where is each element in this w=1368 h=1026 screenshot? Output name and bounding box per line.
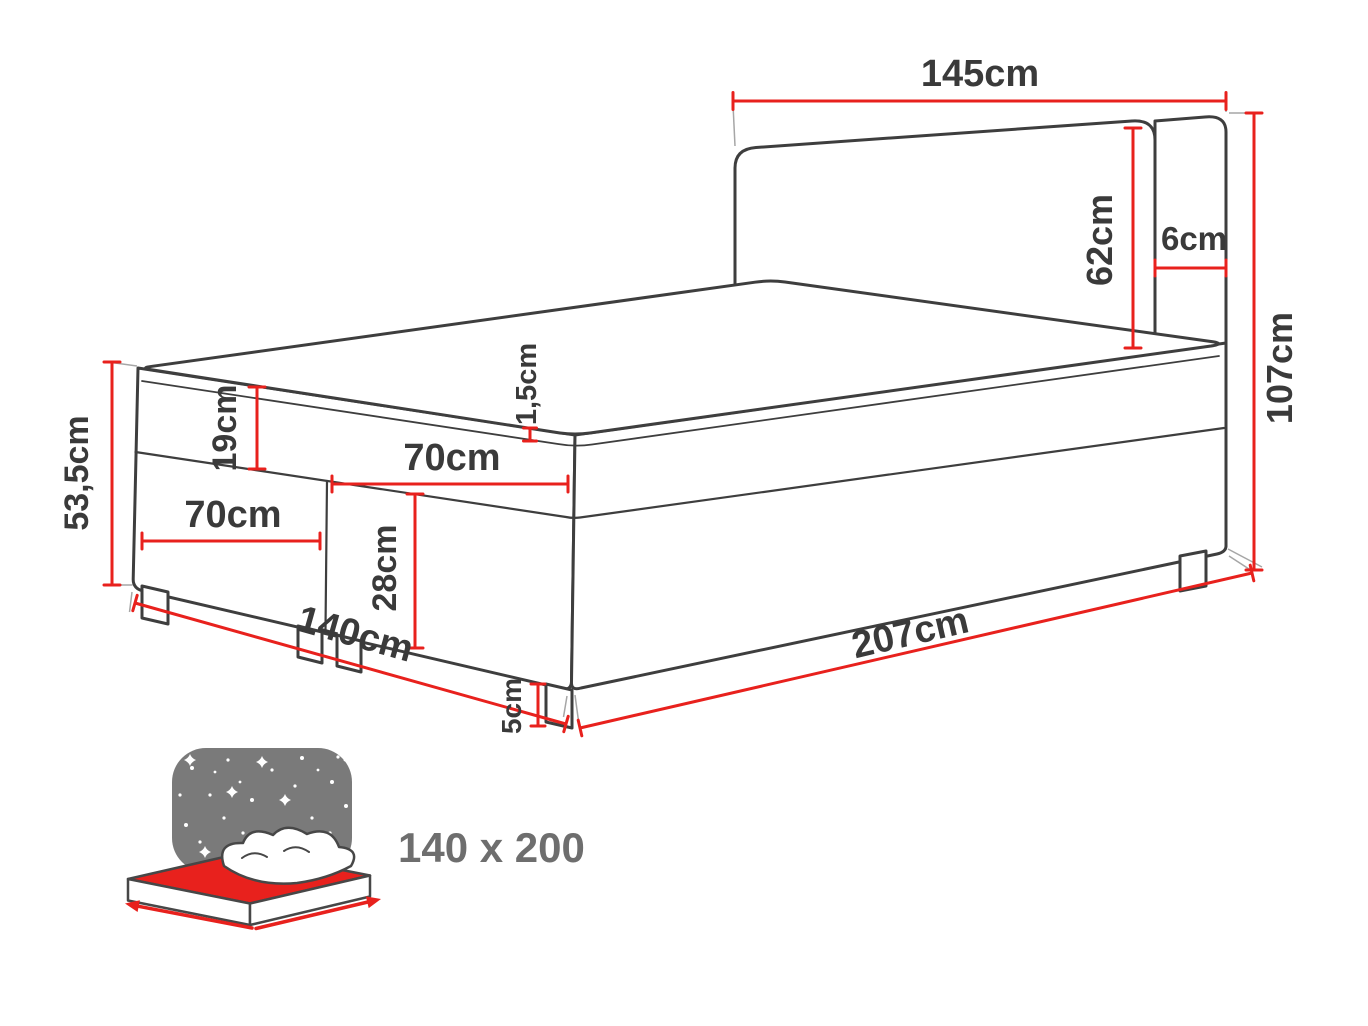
size-label: 140 x 200 [398,824,585,871]
dim-mattress-height-line [247,385,267,471]
dim-headboard-width-label: 145cm [921,53,1039,95]
icon-dimension-arrows [125,896,381,931]
bed-drawing [131,115,1228,730]
dim-headboard-width-line [731,91,1228,111]
dim-bed-width-line [131,593,570,734]
dim-mattress-height-label: 19cm [206,385,244,472]
leg-right [1178,549,1208,593]
dim-base-height-label: 53,5cm [58,415,96,530]
dim-half-width-upper-line [330,474,570,494]
box-divider-line [324,479,329,632]
dim-half-width-lower-line [140,531,322,551]
dim-leg-height-label: 5cm [496,678,527,734]
sparkle-icon [279,794,291,806]
dim-headboard-height-label: 62cm [1079,194,1120,286]
dim-headboard-depth-label: 6cm [1161,220,1227,257]
sparkle-icon [256,756,268,768]
dim-headboard-height-line [1123,126,1143,350]
topper-seam-line [141,355,1220,447]
dim-topper-height-label: 1,5cm [511,343,543,425]
dim-total-height-label: 107cm [1259,312,1300,424]
icon-base-side-face [248,874,372,927]
dim-base-height-line [102,360,122,587]
sparkle-icon [226,786,238,798]
bed-side-face [569,341,1228,691]
mattress-box-seam-line [134,426,1226,519]
dim-leg-height-line [529,682,547,728]
dim-headboard-depth-line [1153,258,1228,278]
dim-half-width-upper-label: 70cm [403,437,500,479]
leg-front [544,682,574,730]
mattress-top-surface [144,279,1220,436]
dim-box-height-line [405,492,425,650]
sparkle-icon [184,754,196,766]
sparkle-icon [199,846,211,858]
dim-box-height-label: 28cm [366,525,404,612]
dim-topper-height-line [522,426,538,443]
dim-total-height-line [1244,111,1264,572]
dim-bed-length-line [576,563,1256,738]
dimension-lines [102,91,1264,738]
dim-half-width-lower-label: 70cm [184,494,281,536]
leg-back-left [140,584,170,626]
icon-duvet-fold-lines [241,846,310,859]
bed-size-icon: 140 x 200 [125,748,585,931]
icon-duvet [220,826,356,885]
